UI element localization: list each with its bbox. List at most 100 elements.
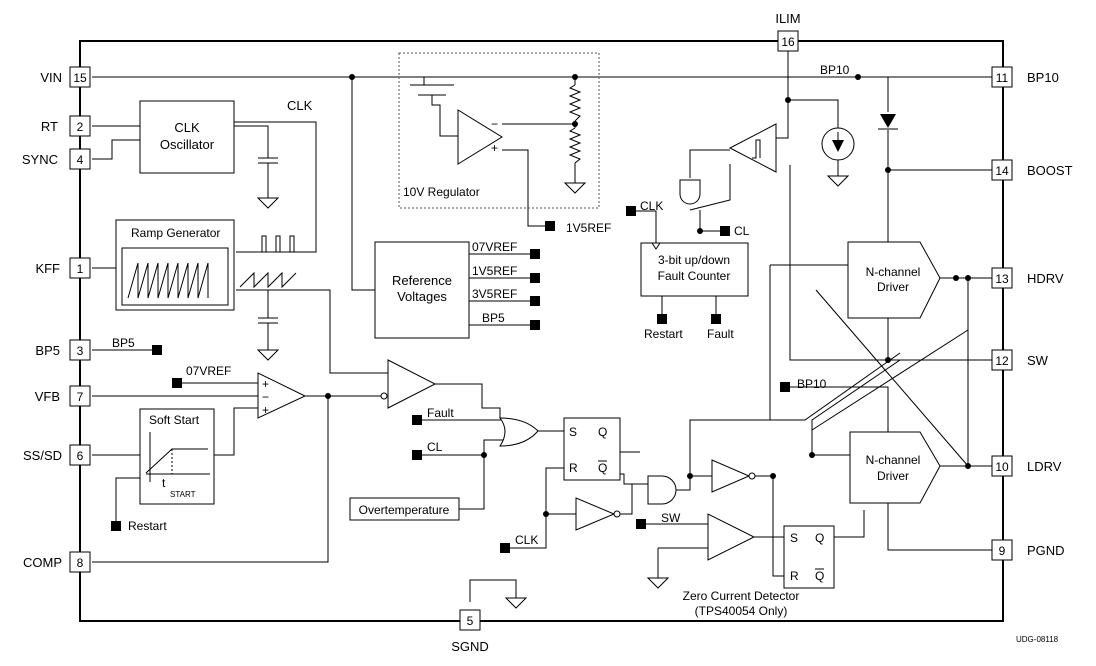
pin-vin: 15 VIN <box>40 66 91 88</box>
ref-bp5-label: BP5 <box>482 311 505 325</box>
overtemperature-box <box>349 497 460 521</box>
reference-voltages-title: Reference <box>392 273 452 288</box>
regulator-amp <box>457 109 503 165</box>
error-amp-plus2: + <box>262 403 269 417</box>
resistor-top <box>568 84 582 122</box>
clk-oscillator-subtitle: Oscillator <box>160 137 215 152</box>
sr-low-r: R <box>790 569 799 583</box>
or-fault-label: Fault <box>427 406 454 420</box>
tstart-sub: START <box>170 490 196 499</box>
sr-low-s: S <box>790 531 798 545</box>
pwm-comparator <box>387 359 437 409</box>
svg-text:HDRV: HDRV <box>1027 271 1064 286</box>
ilim-comparator <box>728 123 777 173</box>
clk-oscillator-box <box>139 100 235 174</box>
ramp-generator-box <box>115 219 235 311</box>
pin-sw: 12 SW <box>991 349 1049 371</box>
svg-text:VFB: VFB <box>35 389 60 404</box>
ramp-waveform <box>127 262 209 299</box>
ilim-hysteresis <box>752 139 761 159</box>
svg-text:1: 1 <box>77 262 84 276</box>
svg-text:KFF: KFF <box>35 261 60 276</box>
pin-boost: 14 BOOST <box>991 159 1073 181</box>
svg-text:3: 3 <box>77 344 84 358</box>
zcd-label-1: Zero Current Detector <box>683 589 800 603</box>
pin-comp: 8 COMP <box>23 551 91 573</box>
sr-high-s: S <box>569 425 577 439</box>
fault-counter-cl-label: CL <box>734 224 750 238</box>
bp5-net-label: BP5 <box>112 336 135 350</box>
pin-bp10: 11 BP10 <box>991 66 1059 88</box>
fault-and-gate <box>679 179 701 205</box>
pin-hdrv: 13 HDRV <box>991 267 1064 289</box>
clk-pulses <box>252 235 304 253</box>
svg-text:LDRV: LDRV <box>1027 459 1062 474</box>
ic-outline <box>79 40 1004 622</box>
zcd-sw-label: SW <box>661 511 681 525</box>
svg-text:7: 7 <box>77 390 84 404</box>
svg-text:BOOST: BOOST <box>1027 163 1073 178</box>
error-amp-minus: − <box>262 390 269 404</box>
pin-sync: 4 SYNC <box>22 148 91 170</box>
svg-text:4: 4 <box>77 153 84 167</box>
ramp-generator-label: Ramp Generator <box>131 226 220 240</box>
pin-bp5: 3 BP5 <box>35 339 91 361</box>
ldrv-bp10-label: BP10 <box>797 377 827 391</box>
svg-text:SS/SD: SS/SD <box>23 448 62 463</box>
clk-inverter-bubble <box>613 510 621 518</box>
or-cl-label: CL <box>427 440 443 454</box>
soft-start-restart-label: Restart <box>128 519 167 533</box>
soft-start-box <box>139 408 215 505</box>
pin-ilim: 16 ILIM <box>775 11 801 52</box>
sr-latch-low <box>783 525 835 589</box>
reference-voltages-box <box>374 241 470 339</box>
ref-3v5ref-label: 3V5REF <box>472 287 517 301</box>
pin-vfb: 7 VFB <box>35 385 91 407</box>
fault-counter-clk-label: CLK <box>640 199 663 213</box>
bp10-rail-label: BP10 <box>820 63 850 77</box>
vfb-07vref-label: 07VREF <box>186 364 231 378</box>
svg-text:VIN: VIN <box>40 70 62 85</box>
tstart-t: t <box>162 476 166 490</box>
clk-oscillator-title: CLK <box>174 120 200 135</box>
pwm-comparator-bubble <box>380 392 388 400</box>
fault-counter-title: 3-bit up/down <box>658 253 730 267</box>
fault-counter-subtitle: Fault Counter <box>658 269 731 283</box>
reference-voltages-subtitle: Voltages <box>397 289 447 304</box>
error-amplifier <box>257 372 307 419</box>
footer-code: UDG-08118 <box>1016 635 1059 644</box>
reg-1v5ref-label: 1V5REF <box>566 221 611 235</box>
svg-text:SGND: SGND <box>451 639 489 654</box>
fault-counter-clk-mark <box>651 242 661 250</box>
low-driver-title: N-channel <box>866 453 921 467</box>
low-side-inverter <box>711 459 751 493</box>
regulator-box <box>398 52 600 209</box>
fault-counter-fault-label: Fault <box>707 327 734 341</box>
junction-dots <box>325 74 971 517</box>
sr-low-q: Q <box>815 531 824 545</box>
regulator-plus: + <box>491 141 498 155</box>
overtemperature-label: Overtemperature <box>359 503 450 517</box>
high-driver-title: N-channel <box>866 265 921 279</box>
pin-pgnd: 9 PGND <box>991 539 1065 561</box>
svg-text:13: 13 <box>995 272 1009 286</box>
resistor-bottom <box>568 127 582 164</box>
fault-counter-box <box>640 242 749 297</box>
ref-07vref-label: 07VREF <box>472 240 517 254</box>
low-side-inverter-bubble <box>748 472 756 480</box>
low-side-driver <box>849 431 941 504</box>
low-driver-subtitle: Driver <box>877 469 909 483</box>
clk-top-label: CLK <box>287 98 313 113</box>
svg-text:14: 14 <box>995 164 1009 178</box>
ramp-inner-box <box>121 247 229 306</box>
sr-high-q: Q <box>598 425 607 439</box>
svg-text:16: 16 <box>781 35 795 49</box>
ramp-sawtooth <box>239 271 297 289</box>
high-driver-subtitle: Driver <box>877 280 909 294</box>
high-side-driver <box>847 241 941 319</box>
svg-text:RT: RT <box>41 119 58 134</box>
zcd-label-2: (TPS40054 Only) <box>695 604 788 618</box>
svg-text:11: 11 <box>996 71 1009 85</box>
svg-text:BP10: BP10 <box>1027 70 1059 85</box>
